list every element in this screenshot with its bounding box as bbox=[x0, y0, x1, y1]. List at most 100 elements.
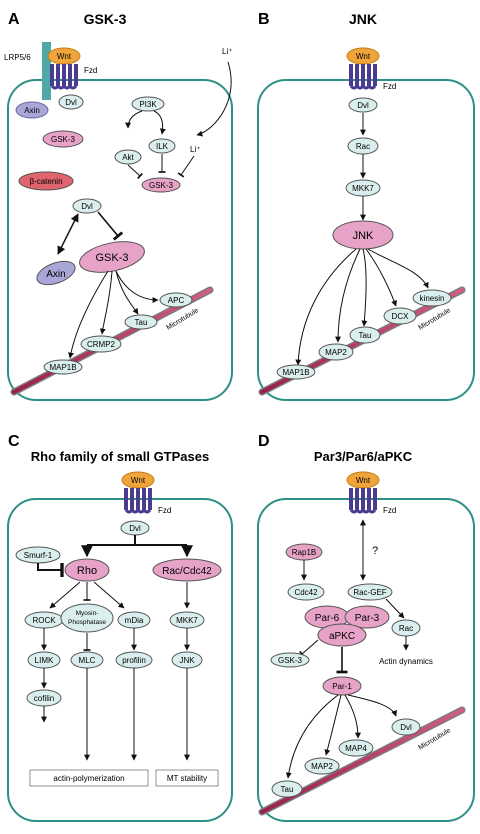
svg-text:Fzd: Fzd bbox=[383, 506, 396, 515]
node-myosin-phosphatase: Myosin- Phosphatase bbox=[60, 603, 114, 633]
panel-letter-b: B bbox=[258, 11, 270, 28]
svg-text:MAP4: MAP4 bbox=[345, 744, 367, 753]
svg-text:CRMP2: CRMP2 bbox=[87, 340, 116, 349]
node-gsk3-main: GSK-3 bbox=[79, 241, 145, 273]
node-profilin: profilin bbox=[115, 651, 153, 669]
wnt-fzd-complex-d: Wnt Fzd bbox=[346, 471, 396, 515]
node-dvl-membrane: Dvl bbox=[58, 94, 84, 110]
cell-outline-d bbox=[257, 498, 475, 822]
node-dvl-b: Dvl bbox=[348, 97, 378, 113]
svg-text:Rac: Rac bbox=[399, 624, 413, 633]
svg-text:MAP1B: MAP1B bbox=[282, 368, 309, 377]
node-map1b-b: MAP1B bbox=[276, 364, 316, 380]
node-ilk: ILK bbox=[148, 138, 176, 154]
node-map2-b: MAP2 bbox=[318, 343, 354, 361]
unknown-link-question: ? bbox=[372, 545, 378, 557]
node-dvl-d: Dvl bbox=[391, 718, 421, 736]
node-mdia: mDia bbox=[117, 611, 151, 629]
panel-title-d: Par3/Par6/aPKC bbox=[314, 449, 413, 464]
svg-text:Tau: Tau bbox=[359, 331, 372, 340]
node-dvl-c: Dvl bbox=[120, 520, 150, 536]
cell-outline-a bbox=[7, 79, 233, 401]
svg-text:Wnt: Wnt bbox=[356, 52, 371, 61]
svg-text:GSK-3: GSK-3 bbox=[149, 181, 174, 190]
svg-text:mDia: mDia bbox=[125, 616, 144, 625]
panel-title-a: GSK-3 bbox=[84, 11, 127, 27]
svg-text:Par-3: Par-3 bbox=[355, 613, 380, 624]
node-cofilin: cofilin bbox=[26, 689, 62, 707]
svg-text:MLC: MLC bbox=[79, 656, 96, 665]
svg-text:MKK7: MKK7 bbox=[176, 616, 198, 625]
svg-text:Dvl: Dvl bbox=[129, 524, 141, 533]
svg-text:Smurf-1: Smurf-1 bbox=[24, 551, 53, 560]
node-akt: Akt bbox=[114, 149, 142, 165]
panel-letter-d: D bbox=[258, 433, 270, 450]
panel-d: D Par3/Par6/aPKC Wnt Fzd ? Rap1B Cdc42 R… bbox=[257, 433, 475, 822]
svg-text:MAP2: MAP2 bbox=[325, 348, 347, 357]
fzd-label-a: Fzd bbox=[84, 66, 97, 75]
node-rac-d: Rac bbox=[391, 619, 421, 637]
panel-letter-c: C bbox=[8, 433, 20, 450]
node-smurf1: Smurf-1 bbox=[15, 546, 61, 564]
wnt-fzd-complex-c: Wnt Fzd bbox=[121, 471, 171, 515]
wnt-label-a: Wnt bbox=[57, 52, 72, 61]
svg-text:ROCK: ROCK bbox=[32, 616, 56, 625]
svg-text:DCX: DCX bbox=[392, 312, 410, 321]
svg-text:Dvl: Dvl bbox=[400, 723, 412, 732]
node-rac-b: Rac bbox=[347, 137, 379, 155]
li-inside-label: Li⁺ bbox=[190, 145, 200, 154]
node-map2-d: MAP2 bbox=[304, 757, 340, 775]
node-rho: Rho bbox=[64, 558, 110, 582]
node-tau-a: Tau bbox=[124, 314, 158, 330]
svg-text:Rac-GEF: Rac-GEF bbox=[353, 588, 386, 597]
svg-text:Axin: Axin bbox=[24, 106, 40, 115]
svg-text:Wnt: Wnt bbox=[356, 476, 371, 485]
node-mlc: MLC bbox=[70, 651, 104, 669]
node-rac-cdc42: Rac/Cdc42 bbox=[152, 558, 222, 582]
node-axin-membrane: Axin bbox=[15, 101, 49, 119]
lrp-label: LRP5/6 bbox=[4, 53, 31, 62]
svg-text:Dvl: Dvl bbox=[81, 202, 93, 211]
svg-text:Wnt: Wnt bbox=[131, 476, 146, 485]
node-mkk7-b: MKK7 bbox=[345, 179, 381, 197]
node-cdc42: Cdc42 bbox=[287, 583, 325, 601]
panel-c: C Rho family of small GTPases Wnt Fzd Dv… bbox=[7, 433, 233, 822]
node-rac-gef: Rac-GEF bbox=[347, 583, 393, 601]
node-limk: LIMK bbox=[27, 651, 61, 669]
svg-text:Cdc42: Cdc42 bbox=[294, 588, 318, 597]
svg-text:Rac: Rac bbox=[356, 142, 370, 151]
node-apc: APC bbox=[159, 292, 193, 308]
node-rock: ROCK bbox=[24, 611, 64, 629]
svg-text:Par-1: Par-1 bbox=[332, 682, 352, 691]
panel-title-c: Rho family of small GTPases bbox=[31, 449, 209, 464]
node-apkc: aPKC bbox=[317, 623, 367, 647]
svg-text:MKK7: MKK7 bbox=[352, 184, 374, 193]
node-crmp2: CRMP2 bbox=[80, 335, 122, 353]
svg-text:Phosphatase: Phosphatase bbox=[68, 619, 106, 626]
panel-letter-a: A bbox=[8, 11, 20, 28]
node-dvl-a: Dvl bbox=[72, 198, 102, 214]
panel-b: B JNK Wnt Fzd Dvl Rac MKK7 JNK bbox=[257, 11, 475, 401]
box-mt-stability: MT stability bbox=[155, 769, 219, 787]
node-dcx: DCX bbox=[383, 307, 417, 325]
svg-text:Rac/Cdc42: Rac/Cdc42 bbox=[162, 566, 212, 577]
wnt-fzd-complex-b: Wnt Fzd bbox=[346, 47, 396, 91]
node-mkk7-c: MKK7 bbox=[169, 611, 205, 629]
node-axin-a: Axin bbox=[36, 260, 76, 286]
svg-text:JNK: JNK bbox=[353, 230, 374, 242]
svg-text:profilin: profilin bbox=[122, 656, 146, 665]
svg-text:Fzd: Fzd bbox=[383, 82, 396, 91]
lrp-receptor bbox=[42, 42, 51, 100]
svg-text:PI3K: PI3K bbox=[139, 100, 157, 109]
svg-text:Rap1B: Rap1B bbox=[292, 548, 316, 557]
svg-text:Axin: Axin bbox=[46, 269, 65, 280]
node-jnk-b: JNK bbox=[332, 220, 394, 250]
node-kinesin: kinesin bbox=[412, 289, 452, 307]
svg-text:kinesin: kinesin bbox=[420, 294, 445, 303]
svg-text:ILK: ILK bbox=[156, 142, 169, 151]
svg-text:Myosin-: Myosin- bbox=[76, 610, 99, 617]
svg-text:Fzd: Fzd bbox=[158, 506, 171, 515]
node-gsk3-free: GSK-3 bbox=[42, 130, 84, 148]
node-tau-b: Tau bbox=[349, 326, 381, 344]
